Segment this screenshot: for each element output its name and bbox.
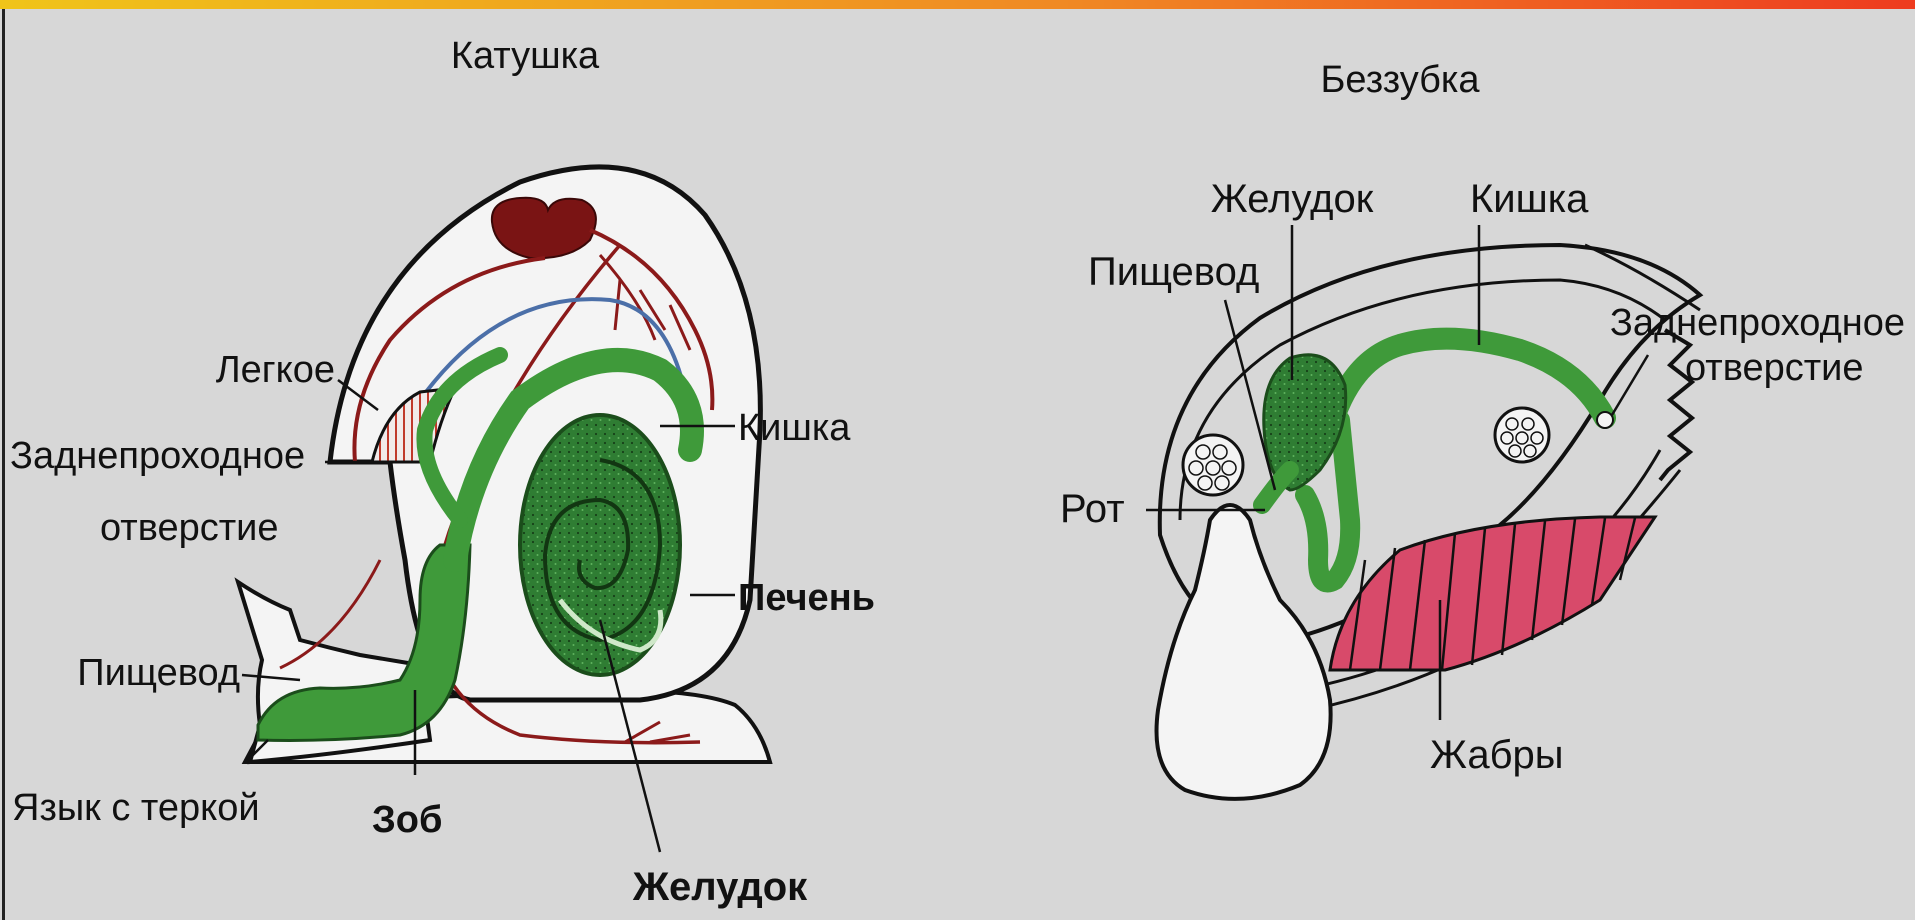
mussel-organ-right — [1495, 408, 1549, 462]
mussel-title: Беззубка — [1320, 59, 1480, 101]
mussel-label-stomach: Желудок — [1211, 177, 1374, 221]
snail-label-intestine: Кишка — [738, 407, 851, 449]
mussel-esophagus — [1262, 470, 1290, 505]
mussel-organ-left — [1183, 435, 1243, 495]
mussel-label-gills: Жабры — [1430, 733, 1564, 777]
mussel-label-anus-line2: отверстие — [1685, 347, 1864, 389]
snail-diagram: Катушка Легкое Заднепроходное отверстие … — [10, 35, 875, 909]
snail-label-crop: Зоб — [372, 799, 443, 841]
mussel-siphon-line — [1585, 245, 1700, 310]
snail-label-tongue: Язык с теркой — [12, 787, 260, 829]
snail-label-stomach: Желудок — [632, 865, 808, 909]
mussel-foot — [1157, 505, 1331, 799]
snail-label-esophagus: Пищевод — [77, 652, 240, 694]
snail-label-liver: Печень — [738, 577, 875, 619]
mussel-label-mouth: Рот — [1060, 487, 1125, 531]
snail-label-lung: Легкое — [216, 349, 335, 391]
mussel-stomach — [1264, 355, 1346, 490]
snail-title: Катушка — [451, 35, 600, 77]
mussel-anus — [1597, 412, 1613, 428]
mussel-gills — [1330, 517, 1655, 670]
mussel-intestine — [1330, 339, 1605, 430]
snail-label-anus-line2: отверстие — [100, 507, 279, 549]
mussel-label-intestine: Кишка — [1470, 177, 1589, 221]
mussel-diagram: Беззубка Желудок Кишка Пищевод Заднепрох… — [1060, 59, 1905, 799]
mussel-label-esophagus: Пищевод — [1088, 250, 1259, 294]
snail-label-anus-line1: Заднепроходное — [10, 435, 305, 477]
mussel-label-anus-line1: Заднепроходное — [1610, 302, 1905, 344]
